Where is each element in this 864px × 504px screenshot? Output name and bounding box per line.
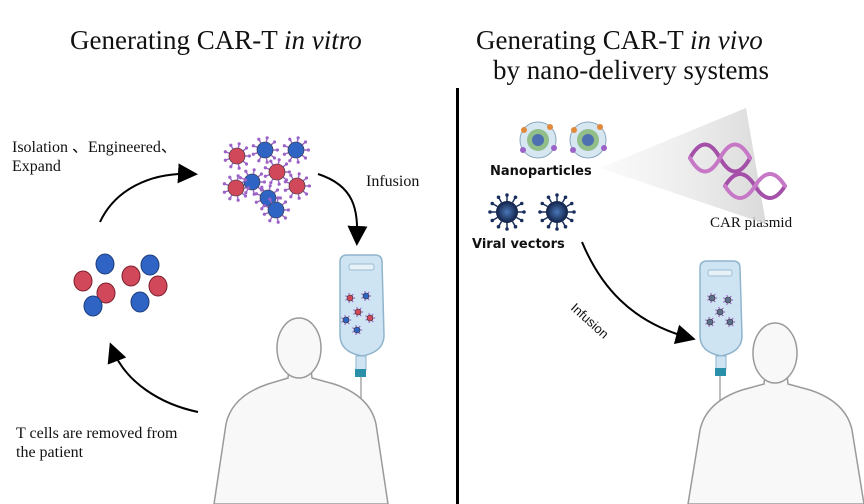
nanoparticle-icons: [519, 121, 607, 159]
delivery-beam: [600, 108, 766, 224]
left-title-italic: in vitro: [283, 25, 362, 55]
arrow-infusion: [317, 173, 368, 246]
t-cell: [83, 295, 103, 317]
car-t-cell: [705, 316, 716, 328]
right-title-text: Generating CAR-T: [476, 25, 690, 55]
car-t-cell: [341, 314, 352, 326]
car-plasmid-label: CAR plasmid: [710, 215, 793, 231]
right-title-italic: in vivo: [689, 25, 763, 55]
step-engineer-label: Isolation 、Engineered、 Expand: [12, 138, 177, 176]
left-title: Generating CAR-T in vitro: [70, 25, 362, 56]
car-t-cell: [283, 172, 311, 200]
car-t-cell: [222, 174, 250, 202]
car-t-cell: [251, 136, 279, 164]
step-infusion-label: Infusion: [366, 173, 420, 190]
t-cell: [140, 254, 160, 276]
left-title-text: Generating CAR-T: [70, 25, 284, 55]
t-cell: [73, 270, 93, 292]
iv-bag-left: [339, 254, 385, 377]
nanoparticles-label: Nanoparticles: [490, 164, 592, 179]
car-t-cell: [263, 158, 291, 186]
t-cell: [148, 275, 168, 297]
nanoparticle: [519, 121, 557, 159]
car-t-cell: [353, 306, 364, 318]
arrow-to-engineered: [99, 163, 198, 223]
viral-vector: [538, 193, 576, 231]
car-t-cell: [345, 292, 356, 304]
step-removed-line2: the patient: [16, 444, 84, 461]
arrow-infusion-right: [581, 241, 696, 345]
arrow-removed: [107, 342, 199, 413]
car-t-cell: [352, 324, 363, 336]
car-t-cell-cluster: [222, 136, 311, 224]
t-cell: [96, 282, 116, 304]
viral-vector: [488, 193, 526, 231]
nanoparticle: [569, 121, 607, 159]
viral-vectors-label: Viral vectors: [472, 237, 565, 252]
right-subtitle: by nano-delivery systems: [493, 55, 769, 85]
car-t-cell: [223, 142, 251, 170]
bag-nanoparticles: [705, 292, 736, 328]
car-t-cell: [262, 196, 290, 224]
car-t-cell: [365, 312, 376, 324]
car-t-cell: [361, 290, 372, 302]
step-removed-label: T cells are removed from the patient: [16, 424, 177, 462]
car-t-cell: [707, 292, 718, 304]
patient-right: [687, 322, 864, 504]
step-engineer-line1: Isolation 、Engineered、: [12, 139, 177, 156]
bag-car-t-cells: [341, 290, 376, 336]
t-cell: [95, 253, 115, 275]
t-cell-group: [73, 253, 168, 317]
viral-vector-icons: [488, 193, 576, 231]
t-cell: [130, 291, 150, 313]
t-cell: [121, 265, 141, 287]
iv-bag-right: [699, 260, 743, 376]
step-removed-line1: T cells are removed from: [16, 425, 178, 442]
step-engineer-line2: Expand: [12, 158, 61, 175]
car-plasmid-icon: [688, 142, 787, 200]
car-t-cell: [282, 136, 310, 164]
car-t-cell: [715, 306, 726, 318]
panel-divider: [456, 88, 459, 504]
patient-left: [213, 317, 389, 504]
car-t-cell: [725, 316, 736, 328]
right-title: Generating CAR-T in vivo: [476, 25, 763, 56]
car-t-cell: [723, 294, 734, 306]
